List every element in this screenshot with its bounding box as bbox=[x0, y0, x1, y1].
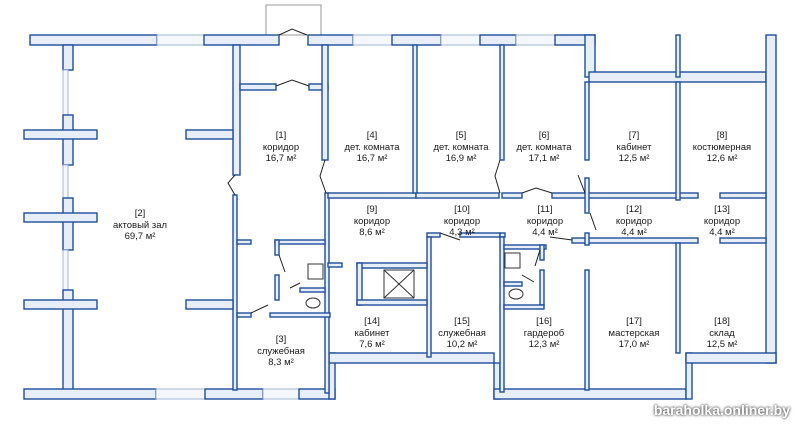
room-area: 16,9 м² bbox=[445, 153, 477, 164]
room-number: [1] bbox=[275, 130, 287, 141]
room-number: [8] bbox=[716, 130, 728, 141]
room-name: коридор bbox=[262, 141, 300, 153]
elevator-icon bbox=[383, 269, 415, 299]
room-name: кабинет bbox=[616, 141, 652, 153]
room-area: 17,1 м² bbox=[528, 153, 560, 164]
room-name: коридор bbox=[615, 215, 653, 227]
room-number: [18] bbox=[714, 316, 730, 327]
porch bbox=[265, 4, 322, 36]
room-area: 8,3 м² bbox=[268, 357, 294, 368]
room-name: коридор bbox=[353, 215, 391, 227]
room-number: [13] bbox=[714, 204, 730, 215]
room-name: склад bbox=[709, 327, 735, 339]
room-area: 12,5 м² bbox=[706, 339, 738, 350]
room-area: 4,4 м² bbox=[621, 227, 647, 238]
room-area: 12,3 м² bbox=[528, 339, 560, 350]
room-name: гардероб bbox=[523, 327, 565, 339]
room-number: [9] bbox=[366, 204, 378, 215]
room-number: [6] bbox=[538, 130, 550, 141]
room-area: 4,4 м² bbox=[532, 227, 558, 238]
toilet-icon bbox=[508, 288, 524, 300]
room-number: [15] bbox=[454, 316, 470, 327]
room-area: 16,7 м² bbox=[265, 153, 297, 164]
room-area: 12,5 м² bbox=[618, 153, 650, 164]
room-name: дет. комната bbox=[516, 141, 572, 153]
room-name: мастерская bbox=[608, 327, 660, 339]
room-name: коридор bbox=[443, 215, 481, 227]
room-name: кабинет bbox=[354, 327, 390, 339]
room-number: [3] bbox=[275, 334, 287, 345]
fixtures bbox=[305, 252, 524, 309]
room-area: 17,0 м² bbox=[618, 339, 650, 350]
room-area: 69,7 м² bbox=[124, 231, 156, 242]
room-number: [12] bbox=[626, 204, 642, 215]
doors bbox=[227, 28, 597, 314]
room-number: [17] bbox=[626, 316, 642, 327]
room-number: [2] bbox=[134, 208, 146, 219]
room-number: [4] bbox=[366, 130, 378, 141]
room-name: дет. комната bbox=[433, 141, 489, 153]
room-area: 4,3 м² bbox=[449, 227, 475, 238]
room-name: коридор bbox=[703, 215, 741, 227]
room-area: 16,7 м² bbox=[356, 153, 388, 164]
room-number: [16] bbox=[536, 316, 552, 327]
room-name: костюмерная bbox=[692, 141, 752, 153]
room-area: 4,4 м² bbox=[709, 227, 735, 238]
room-name: служебная bbox=[438, 327, 486, 339]
room-area: 12,6 м² bbox=[706, 153, 738, 164]
sink-icon bbox=[307, 263, 324, 280]
watermark: baraholka.onliner.by bbox=[649, 400, 794, 420]
room-name: актовый зал bbox=[112, 219, 168, 231]
room-number: [5] bbox=[455, 130, 467, 141]
room-area: 10,2 м² bbox=[446, 339, 478, 350]
room-name: служебная bbox=[257, 345, 305, 357]
room-area: 8,6 м² bbox=[359, 227, 385, 238]
sink-icon bbox=[504, 252, 521, 269]
room-number: [14] bbox=[364, 316, 380, 327]
room-number: [7] bbox=[628, 130, 640, 141]
room-name: дет. комната bbox=[344, 141, 400, 153]
room-area: 7,6 м² bbox=[359, 339, 385, 350]
toilet-icon bbox=[305, 297, 321, 309]
room-number: [10] bbox=[454, 204, 470, 215]
room-number: [11] bbox=[537, 204, 553, 215]
room-name: коридор bbox=[526, 215, 564, 227]
